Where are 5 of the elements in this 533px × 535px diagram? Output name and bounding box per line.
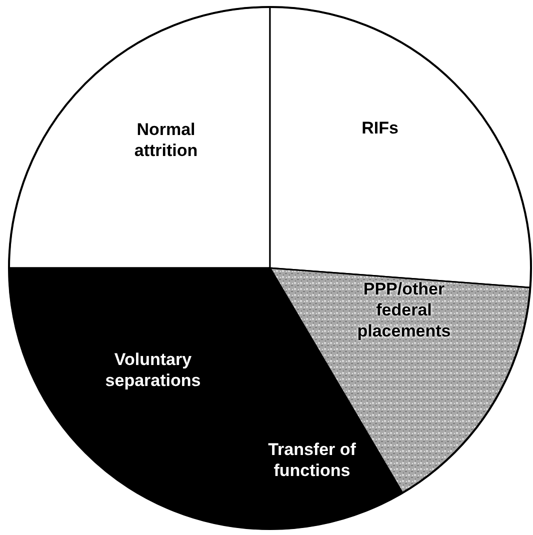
slice-label: PPP/other federal placements xyxy=(356,278,452,342)
slice-label: Normal attrition xyxy=(133,119,199,161)
slice-label: Voluntary separations xyxy=(104,349,202,391)
slice-label: RIFs xyxy=(360,118,400,138)
slice-label: Transfer of functions xyxy=(267,439,357,481)
